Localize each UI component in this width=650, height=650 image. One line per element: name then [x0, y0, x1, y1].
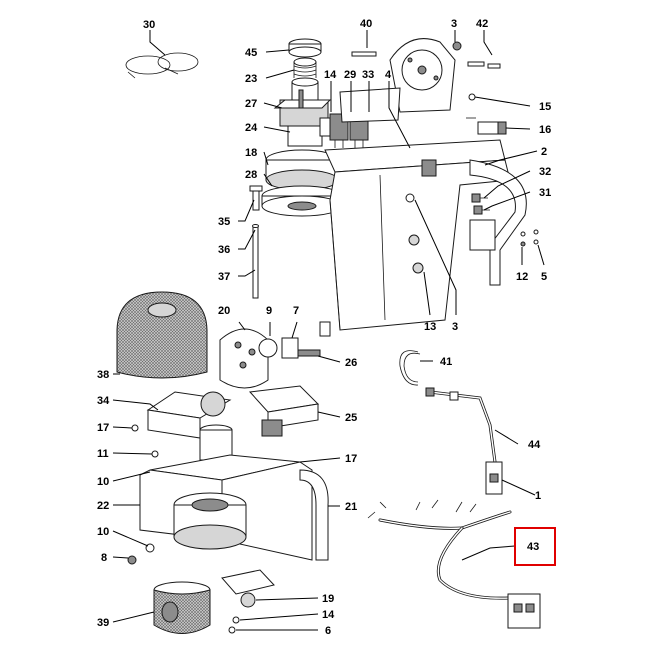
- callout-14-bottom: 14: [322, 609, 335, 621]
- callout-24: 24: [245, 122, 258, 134]
- part-cam-plate: [219, 328, 321, 389]
- leader-lines: [112, 30, 545, 631]
- part-clamp-rings: [125, 52, 199, 79]
- part-cable-harness-43: [367, 499, 541, 629]
- callout-35: 35: [218, 216, 230, 228]
- callout-41: 41: [440, 356, 452, 368]
- callout-44: 44: [528, 439, 541, 451]
- callout-30: 30: [143, 19, 155, 31]
- callout-31: 31: [539, 187, 551, 199]
- part-cap: [288, 38, 322, 58]
- part-gear-plate: [339, 38, 456, 123]
- callout-28: 28: [245, 169, 257, 181]
- callout-21: 21: [345, 501, 357, 513]
- callout-37: 37: [218, 271, 230, 283]
- part-burr-ring: [153, 581, 211, 634]
- part-main-frame: [319, 139, 527, 337]
- callout-26: 26: [345, 357, 357, 369]
- callout-2: 2: [541, 146, 547, 158]
- callout-40: 40: [360, 18, 372, 30]
- callout-5: 5: [541, 271, 547, 283]
- callout-20: 20: [218, 305, 230, 317]
- callout-14-top: 14: [324, 69, 337, 81]
- callout-25: 25: [345, 412, 357, 424]
- callout-29: 29: [344, 69, 356, 81]
- callout-6: 6: [325, 625, 331, 637]
- callout-11: 11: [97, 448, 109, 460]
- callout-1: 1: [535, 490, 541, 502]
- callout-12: 12: [516, 271, 528, 283]
- callout-38: 38: [97, 369, 109, 381]
- callout-13: 13: [424, 321, 436, 333]
- callout-labels: 30 40 3 42 45 23 14 29 33 4 15 27 16 24 …: [97, 18, 556, 637]
- callout-3-top: 3: [451, 18, 457, 30]
- part-spring: [293, 57, 317, 78]
- callout-32: 32: [539, 166, 551, 178]
- highlight-box: [514, 527, 556, 566]
- part-cable-harness-44: [425, 387, 503, 495]
- callout-33: 33: [362, 69, 374, 81]
- callout-36: 36: [218, 244, 230, 256]
- callout-42: 42: [476, 18, 488, 30]
- callout-19: 19: [322, 593, 334, 605]
- part-screws-12-5: [520, 229, 539, 247]
- callout-34: 34: [97, 395, 110, 407]
- part-hopper: [116, 291, 208, 379]
- part-screws-left: [249, 185, 263, 299]
- callout-15: 15: [539, 101, 551, 113]
- lower-assembly: [116, 291, 329, 634]
- callout-16: 16: [539, 124, 551, 136]
- callout-17-right: 17: [345, 453, 357, 465]
- upper-assembly: [125, 38, 539, 337]
- part-screws-lower-left: [127, 424, 159, 565]
- part-grinder-body: [139, 424, 329, 561]
- part-motor-column: [273, 77, 332, 147]
- callout-10-upper: 10: [97, 476, 109, 488]
- callout-17-left: 17: [97, 422, 109, 434]
- callout-39: 39: [97, 617, 109, 629]
- part-connectors: [471, 193, 490, 215]
- callout-27: 27: [245, 98, 257, 110]
- callout-18: 18: [245, 147, 257, 159]
- part-knobs: [405, 193, 424, 274]
- callout-8: 8: [101, 552, 107, 564]
- part-clip-ring: [399, 350, 421, 386]
- callout-4: 4: [385, 69, 392, 81]
- callout-7: 7: [293, 305, 299, 317]
- callout-9: 9: [266, 305, 272, 317]
- wiring: [367, 350, 541, 629]
- callout-3-mid: 3: [452, 321, 458, 333]
- part-fasteners-right: [452, 41, 507, 135]
- part-bracket-and-motor: [146, 385, 320, 439]
- callout-22: 22: [97, 500, 109, 512]
- callout-10-lower: 10: [97, 526, 109, 538]
- callout-43: 43: [527, 541, 539, 553]
- callout-45: 45: [245, 47, 257, 59]
- part-base-plate: [221, 569, 275, 634]
- callout-23: 23: [245, 73, 257, 85]
